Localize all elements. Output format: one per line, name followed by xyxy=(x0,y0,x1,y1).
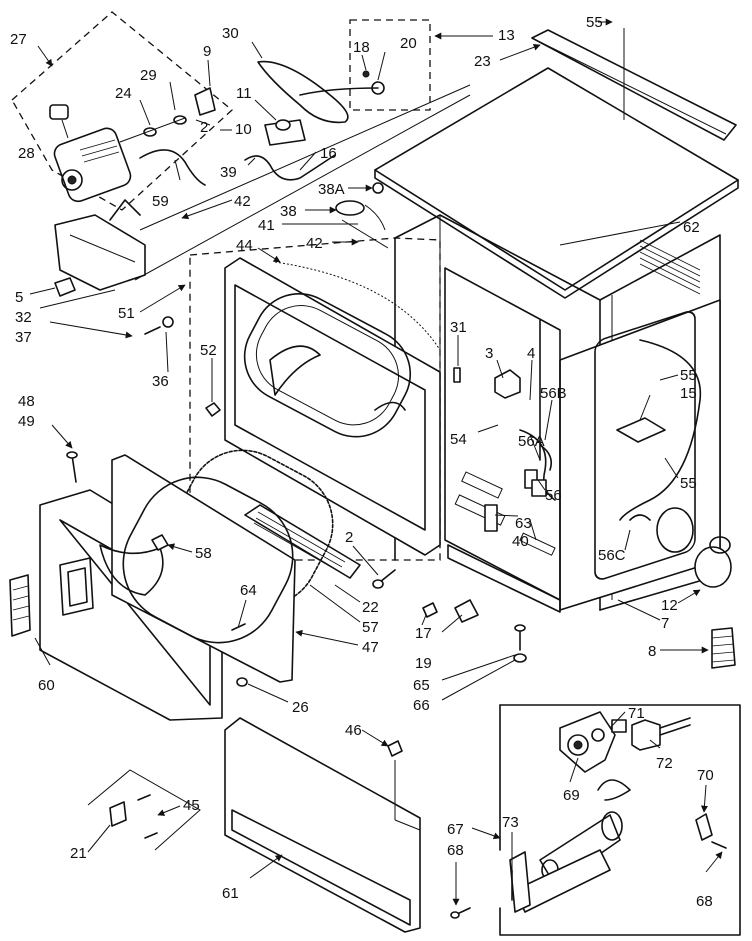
drive-belt xyxy=(257,60,349,124)
label-29: 29 xyxy=(140,67,157,84)
label-32: 32 xyxy=(15,309,32,326)
label-46: 46 xyxy=(345,722,362,739)
label-44: 44 xyxy=(236,237,253,254)
leveling-leg xyxy=(694,536,732,588)
label-8: 8 xyxy=(648,643,656,660)
label-4: 4 xyxy=(527,345,535,362)
label-48: 48 xyxy=(18,393,35,410)
label-39: 39 xyxy=(220,164,237,181)
label-72: 72 xyxy=(656,755,673,772)
side-louvers xyxy=(639,239,701,295)
label-38a: 38A xyxy=(318,181,345,198)
label-62: 62 xyxy=(683,219,700,236)
label-5: 5 xyxy=(15,289,23,306)
label-54: 54 xyxy=(450,431,467,448)
burner-assembly-box xyxy=(450,704,741,936)
thermistor xyxy=(335,182,389,249)
door-assembly xyxy=(9,451,296,721)
label-67: 67 xyxy=(447,821,464,838)
label-58: 58 xyxy=(195,545,212,562)
label-55-right-lower: 55 xyxy=(680,475,697,492)
label-2-top: 2 xyxy=(200,119,208,136)
label-24: 24 xyxy=(115,85,132,102)
label-3: 3 xyxy=(485,345,493,362)
label-68-right: 68 xyxy=(696,893,713,910)
label-52: 52 xyxy=(200,342,217,359)
label-66: 66 xyxy=(413,697,430,714)
label-57: 57 xyxy=(362,619,379,636)
label-7: 7 xyxy=(661,615,669,632)
label-71: 71 xyxy=(628,705,645,722)
label-56: 56 xyxy=(545,487,562,504)
label-61: 61 xyxy=(222,885,239,902)
label-41: 41 xyxy=(258,217,275,234)
label-36: 36 xyxy=(152,373,169,390)
label-59: 59 xyxy=(152,193,169,210)
label-31: 31 xyxy=(450,319,467,336)
label-42-upper: 42 xyxy=(234,193,251,210)
front-bulkhead xyxy=(224,257,441,556)
label-56b: 56B xyxy=(540,385,567,402)
label-30: 30 xyxy=(222,25,239,42)
label-55-right-upper: 55 xyxy=(680,367,697,384)
label-22: 22 xyxy=(362,599,379,616)
label-11: 11 xyxy=(236,85,252,102)
label-68-left: 68 xyxy=(447,842,464,859)
label-23: 23 xyxy=(474,53,491,70)
label-12: 12 xyxy=(661,597,678,614)
label-60: 60 xyxy=(38,677,55,694)
label-65: 65 xyxy=(413,677,430,694)
label-28: 28 xyxy=(18,145,35,162)
inner-door xyxy=(111,454,296,683)
label-21: 21 xyxy=(70,845,87,862)
label-56a: 56A xyxy=(518,433,545,450)
label-37: 37 xyxy=(15,329,32,346)
label-47: 47 xyxy=(362,639,379,656)
label-26: 26 xyxy=(292,699,309,716)
label-45: 45 xyxy=(183,797,200,814)
label-70: 70 xyxy=(697,767,714,784)
motor-group xyxy=(11,11,233,297)
label-2-lower: 2 xyxy=(345,529,353,546)
label-18: 18 xyxy=(353,39,370,56)
label-69: 69 xyxy=(563,787,580,804)
label-16: 16 xyxy=(320,145,337,162)
label-13: 13 xyxy=(498,27,515,44)
label-9: 9 xyxy=(203,43,211,60)
label-51: 51 xyxy=(118,305,135,322)
label-55-top: 55 xyxy=(586,14,603,31)
label-40: 40 xyxy=(512,533,529,550)
leader-lines xyxy=(29,18,723,906)
label-10: 10 xyxy=(235,121,252,138)
label-56c: 56C xyxy=(598,547,626,564)
toe-panel xyxy=(224,717,421,933)
foot-pad xyxy=(711,627,736,669)
label-19: 19 xyxy=(415,655,432,672)
cabinet xyxy=(374,29,739,613)
label-64: 64 xyxy=(240,582,257,599)
label-38: 38 xyxy=(280,203,297,220)
rear-rail xyxy=(531,29,737,141)
label-42-lower: 42 xyxy=(306,235,323,252)
lint-duct xyxy=(244,504,361,579)
label-20: 20 xyxy=(400,35,417,52)
part-number-labels: 27 9 30 18 20 13 55 23 29 24 11 2 10 28 … xyxy=(10,14,714,910)
label-49: 49 xyxy=(18,413,35,430)
label-73: 73 xyxy=(502,814,519,831)
idler-group-box xyxy=(349,19,431,111)
label-17: 17 xyxy=(415,625,432,642)
label-63: 63 xyxy=(515,515,532,532)
label-27: 27 xyxy=(10,31,27,48)
label-15: 15 xyxy=(680,385,697,402)
